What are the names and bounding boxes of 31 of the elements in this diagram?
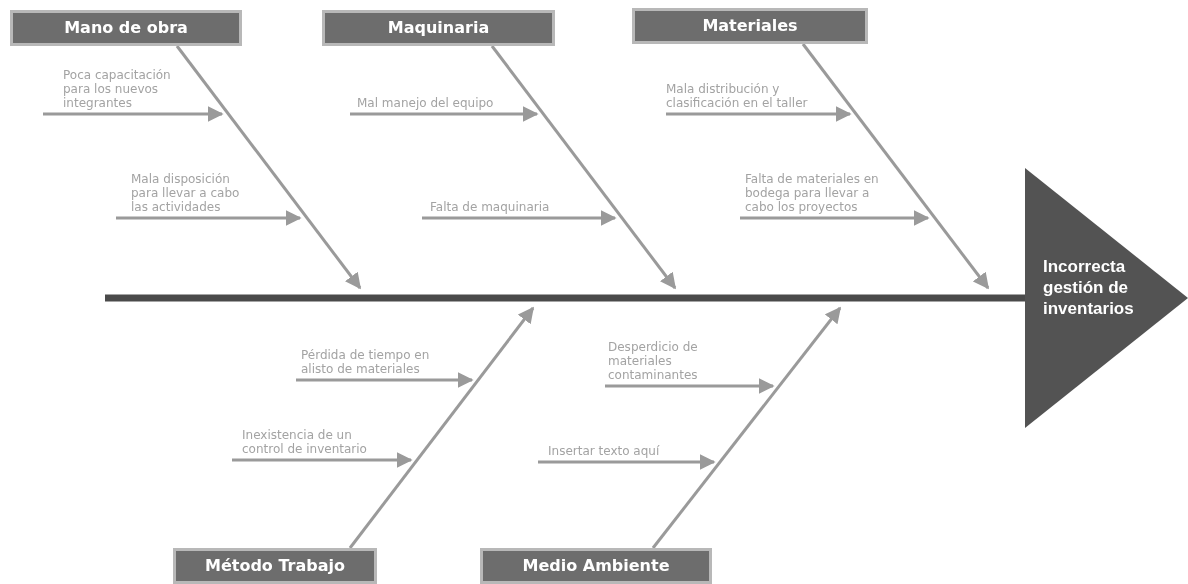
arrow xyxy=(348,306,535,549)
arrow xyxy=(422,210,617,226)
arrow xyxy=(350,106,539,122)
cause-text: Insertar texto aquí xyxy=(538,444,660,460)
arrow xyxy=(666,106,852,122)
arrow xyxy=(116,210,302,226)
cause-text: Falta de maquinaria xyxy=(422,200,550,216)
cause-text: Pérdida de tiempo en alisto de materiales xyxy=(296,348,451,378)
cause-text: Mal manejo del equipo xyxy=(350,96,494,112)
category-box: Mano de obra xyxy=(10,10,242,46)
cause-text: Inexistencia de un control de inventario xyxy=(232,428,382,458)
effect-text: Incorrecta gestión de inventarios xyxy=(1043,256,1135,319)
arrow xyxy=(740,210,930,226)
arrow xyxy=(232,452,413,468)
cause-text: Poca capacitación para los nuevos integrantes xyxy=(43,68,181,112)
arrow xyxy=(175,45,362,290)
arrow xyxy=(43,106,224,122)
cause-text: Mala distribución y clasificación en el taller xyxy=(666,82,816,112)
arrow xyxy=(538,454,716,470)
arrow xyxy=(801,43,990,290)
arrow xyxy=(651,306,842,549)
category-box: Método Trabajo xyxy=(173,548,377,584)
category-box: Maquinaria xyxy=(322,10,555,46)
arrow xyxy=(605,378,775,394)
arrow xyxy=(490,45,677,290)
cause-text: Desperdicio de materiales contaminantes xyxy=(605,340,718,384)
category-box: Medio Ambiente xyxy=(480,548,712,584)
cause-text: Mala disposición para llevar a cabo las actividades xyxy=(116,172,249,216)
category-box: Materiales xyxy=(632,8,868,44)
arrow xyxy=(296,372,474,388)
cause-text: Falta de materiales en bodega para llevar a cabo los proyectos xyxy=(740,172,883,216)
